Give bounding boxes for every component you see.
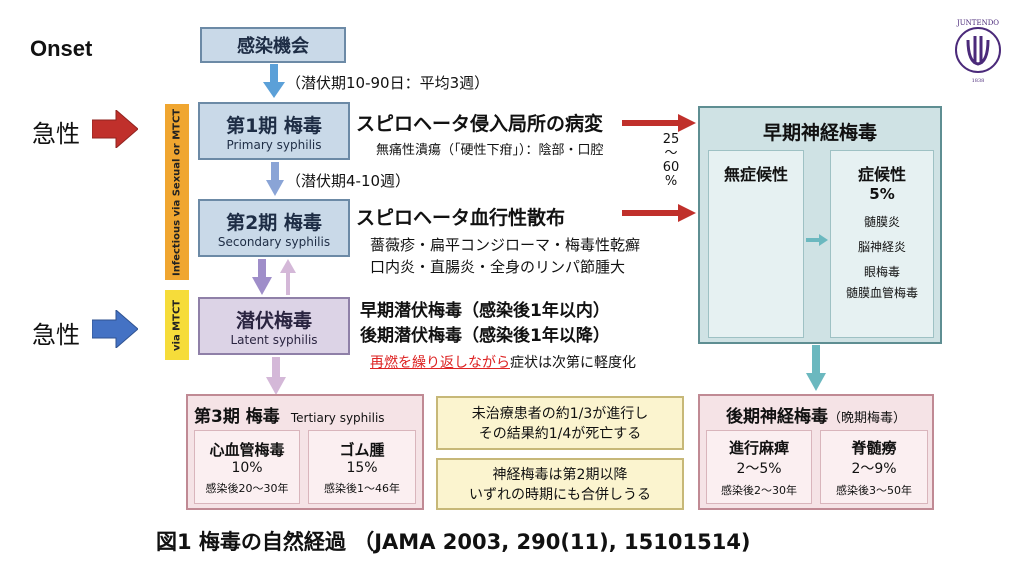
down-arrow-icon: [252, 259, 272, 295]
acute-label-bottom: 急性: [32, 321, 80, 349]
gumma-box: ゴム腫 15% 感染後1〜46年: [308, 430, 416, 504]
tabes-time: 感染後3〜50年: [836, 483, 912, 497]
incubation-1: （潜伏期10-90日：平均3週）: [286, 74, 490, 92]
side-label-bottom-text: via MTCT: [171, 299, 183, 351]
university-seal-icon: JUNTENDO 1838: [955, 19, 1001, 84]
latent-desc-early: 早期潜伏梅毒（感染後1年以内）: [360, 301, 610, 321]
paresis-time: 感染後2〜30年: [721, 483, 797, 497]
asymptomatic-label: 無症候性: [723, 165, 788, 184]
secondary-title: 第2期 梅毒: [226, 211, 322, 234]
red-arrow-to-neuro-1: [622, 114, 696, 132]
secondary-desc-sub2: 口内炎・直腸炎・全身のリンパ節腫大: [370, 258, 626, 276]
symptomatic-label: 症候性: [857, 165, 906, 184]
tabes-box: 脊髄癆 2〜9% 感染後3〜50年: [820, 430, 928, 504]
early-neurosyphilis-box: 早期神経梅毒 無症候性 症候性 5% 髄膜炎 脳神経炎 眼梅毒 髄膜血管梅毒: [698, 106, 942, 344]
symptom-item: 眼梅毒: [863, 265, 900, 279]
tabes-name: 脊髄癆: [851, 438, 897, 457]
down-arrow-icon: [266, 357, 286, 395]
late-neurosyphilis-box: 後期神経梅毒（晩期梅毒） 進行麻痺 2〜5% 感染後2〜30年 脊髄癆 2〜9%…: [698, 394, 934, 510]
neuro-note-line1: 神経梅毒は第2期以降: [492, 467, 628, 483]
primary-syphilis-box: 第1期 梅毒 Primary syphilis: [198, 102, 350, 160]
late-neuro-title-sub: （晩期梅毒）: [827, 411, 906, 426]
cardio-time: 感染後20〜30年: [205, 481, 289, 495]
down-arrow-icon: [266, 162, 284, 196]
secondary-desc-sub1: 薔薇疹・扁平コンジローマ・梅毒性乾癬: [370, 236, 641, 254]
infection-box: 感染機会: [200, 27, 346, 63]
percent-low: 25: [662, 132, 680, 147]
svg-text:1838: 1838: [972, 78, 985, 84]
red-right-arrow-icon: [92, 110, 138, 148]
neuro-note-line2: いずれの時期にも合併しうる: [469, 487, 651, 503]
secondary-syphilis-box: 第2期 梅毒 Secondary syphilis: [198, 199, 350, 257]
latent-syphilis-box: 潜伏梅毒 Latent syphilis: [198, 297, 350, 355]
cardio-box: 心血管梅毒 10% 感染後20〜30年: [194, 430, 300, 504]
svg-text:JUNTENDO: JUNTENDO: [956, 19, 999, 27]
cardio-name: 心血管梅毒: [209, 440, 285, 459]
untreated-line1: 未治療患者の約1/3が進行し: [471, 406, 649, 422]
neuro-note: 神経梅毒は第2期以降 いずれの時期にも合併しうる: [436, 458, 684, 510]
percent-range: 25 〜 60 %: [656, 133, 686, 189]
symptom-item: 髄膜炎: [863, 215, 900, 229]
side-label-top-text: Infectious via Sexual or MTCT: [171, 108, 183, 276]
primary-title: 第1期 梅毒: [226, 114, 322, 137]
paresis-pct: 2〜5%: [736, 460, 782, 477]
blue-right-arrow-icon: [92, 310, 138, 348]
symptom-item: 脳神経炎: [857, 240, 906, 254]
tertiary-title: 第3期 梅毒: [194, 407, 280, 427]
gumma-time: 感染後1〜46年: [324, 481, 400, 495]
relapse-rest: 症状は次第に軽度化: [510, 355, 636, 371]
paresis-box: 進行麻痺 2〜5% 感染後2〜30年: [706, 430, 812, 504]
down-arrow-icon: [263, 64, 285, 98]
primary-desc-sub: 無痛性潰瘍（「硬性下疳」）：陰部・口腔: [376, 143, 604, 158]
untreated-line2: その結果約1/4が死亡する: [478, 426, 642, 442]
relapse-red: 再燃を繰り返しながら: [370, 355, 510, 371]
figure-caption: 図1 梅毒の自然経過 （JAMA 2003, 290(11), 15101514…: [156, 530, 751, 554]
symptomatic-pct: 5%: [869, 185, 895, 203]
paresis-name: 進行麻痺: [728, 438, 789, 457]
down-arrow-icon: [806, 345, 826, 391]
secondary-desc-main: スピロヘータ血行性散布: [356, 207, 566, 229]
secondary-subtitle: Secondary syphilis: [217, 234, 331, 249]
late-neuro-title-row: 後期神経梅毒（晩期梅毒）: [700, 402, 932, 427]
up-arrow-icon: [280, 259, 296, 295]
side-label-bottom: via MTCT: [165, 290, 189, 360]
onset-label: Onset: [30, 36, 93, 61]
cardio-pct: 10%: [231, 459, 263, 476]
side-label-top: Infectious via Sexual or MTCT: [165, 104, 189, 280]
tabes-pct: 2〜9%: [851, 460, 897, 477]
right-arrow-icon: [806, 234, 828, 246]
late-neuro-title: 後期神経梅毒: [725, 407, 828, 427]
latent-title: 潜伏梅毒: [235, 309, 312, 332]
red-arrow-to-neuro-2: [622, 204, 696, 222]
infection-label: 感染機会: [237, 36, 309, 57]
gumma-pct: 15%: [346, 459, 378, 476]
latent-subtitle: Latent syphilis: [230, 332, 318, 347]
tertiary-title-en: Tertiary syphilis: [290, 411, 385, 425]
primary-desc-main: スピロヘータ侵入局所の病変: [356, 113, 604, 135]
percent-sign: %: [664, 174, 678, 189]
percent-tilde: 〜: [664, 146, 678, 161]
early-neuro-title: 早期神経梅毒: [762, 122, 877, 144]
tertiary-syphilis-box: 第3期 梅毒 Tertiary syphilis 心血管梅毒 10% 感染後20…: [186, 394, 424, 510]
relapse-text: 再燃を繰り返しながら症状は次第に軽度化: [370, 352, 636, 372]
university-logo: JUNTENDO 1838: [942, 14, 1014, 86]
tertiary-title-row: 第3期 梅毒 Tertiary syphilis: [194, 402, 385, 427]
percent-high: 60: [662, 160, 680, 175]
latent-desc-late: 後期潜伏梅毒（感染後1年以降）: [360, 326, 610, 346]
asymptomatic-box: 無症候性: [708, 150, 804, 338]
symptomatic-box: 症候性 5% 髄膜炎 脳神経炎 眼梅毒 髄膜血管梅毒: [830, 150, 934, 338]
acute-label-top: 急性: [32, 120, 80, 148]
primary-subtitle: Primary syphilis: [226, 137, 322, 152]
untreated-note: 未治療患者の約1/3が進行し その結果約1/4が死亡する: [436, 396, 684, 450]
gumma-name: ゴム腫: [339, 440, 385, 459]
symptom-item: 髄膜血管梅毒: [845, 286, 918, 300]
incubation-2: （潜伏期4-10週）: [286, 172, 411, 190]
